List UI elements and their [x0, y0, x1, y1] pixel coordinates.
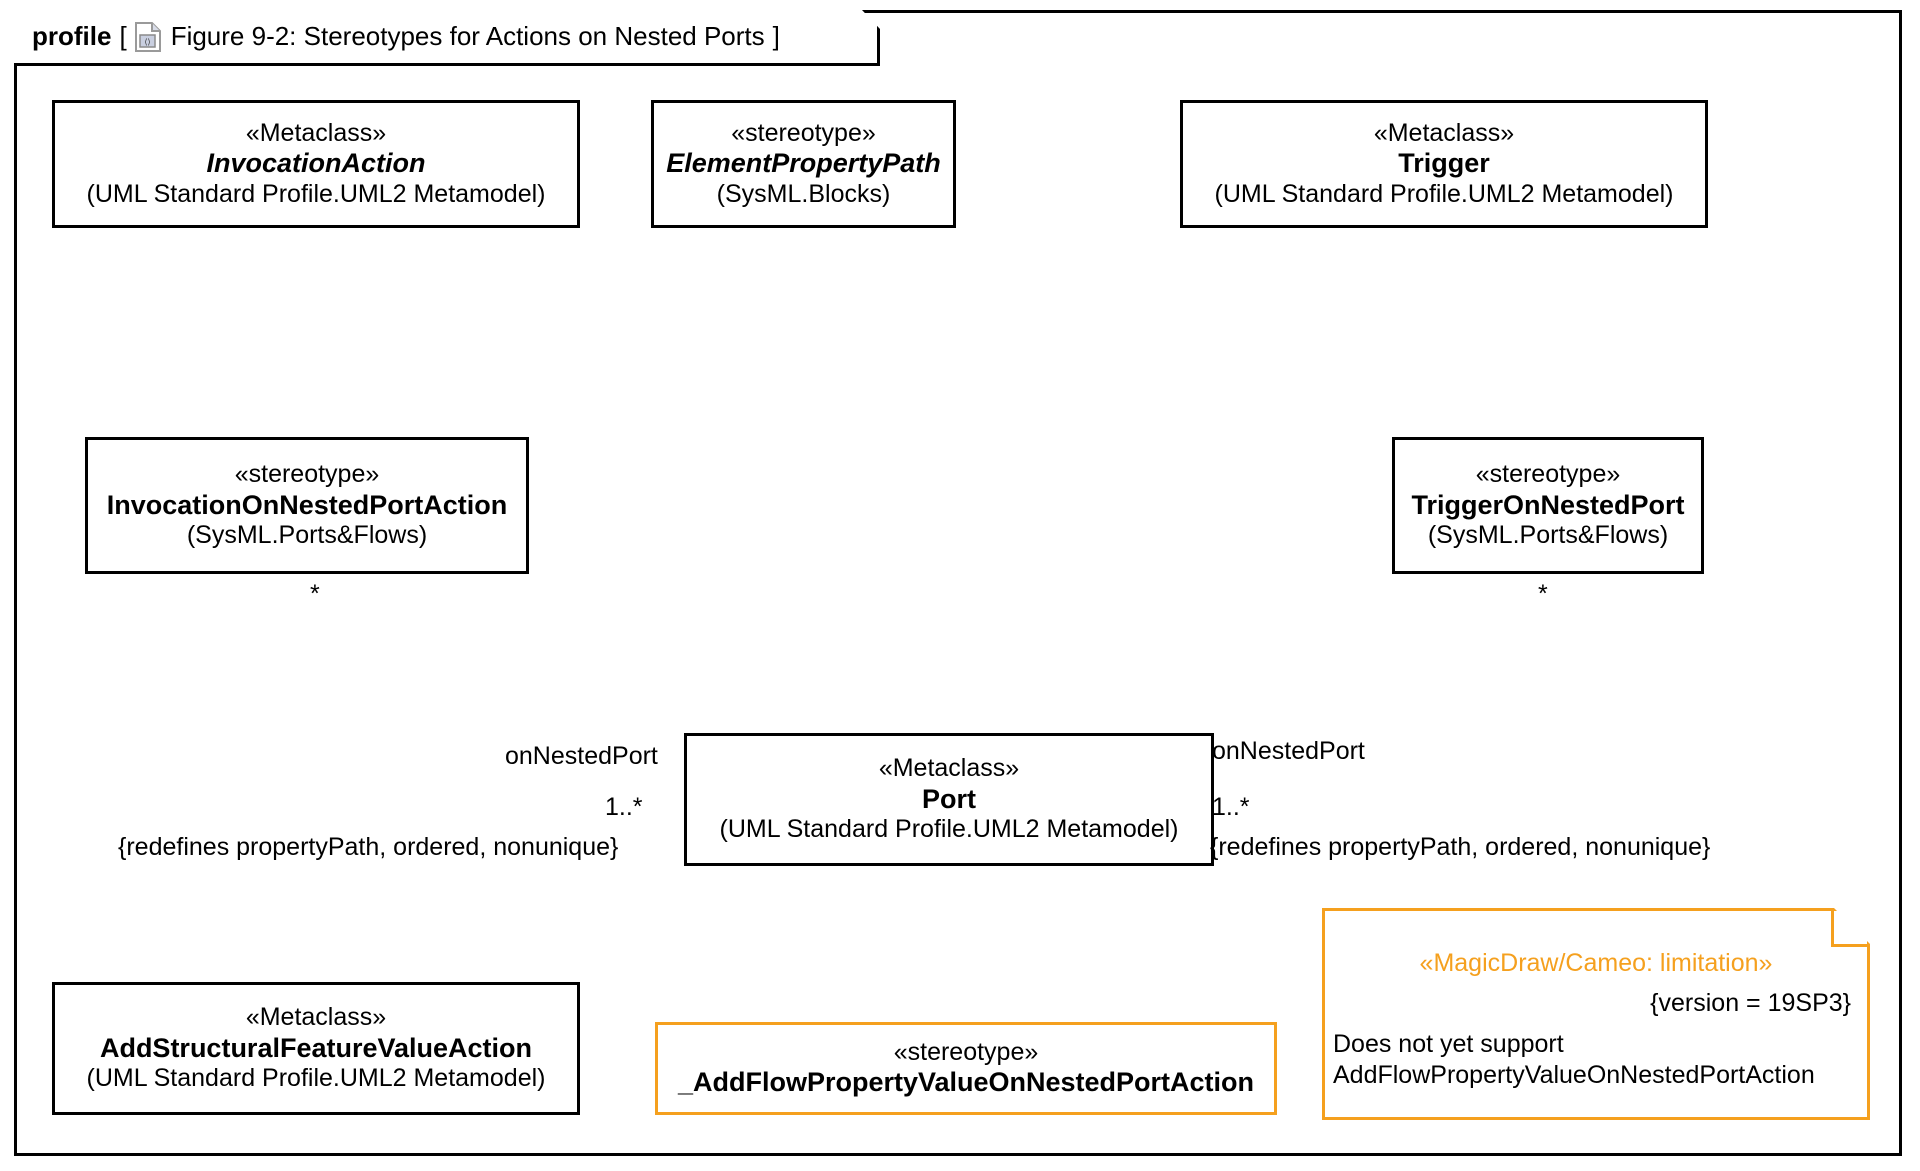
label-right-target-multiplicity: 1..*	[1212, 793, 1250, 821]
node-package: (UML Standard Profile.UML2 Metamodel)	[86, 179, 546, 208]
node-stereotype: «Metaclass»	[245, 1003, 387, 1032]
node-package: (UML Standard Profile.UML2 Metamodel)	[719, 815, 1179, 844]
node-trigger-on-nested-port[interactable]: «stereotype» TriggerOnNestedPort (SysML.…	[1392, 437, 1704, 574]
node-element-property-path[interactable]: «stereotype» ElementPropertyPath (SysML.…	[651, 100, 956, 228]
node-invocation-on-nested-port-action[interactable]: «stereotype» InvocationOnNestedPortActio…	[85, 437, 529, 574]
label-left-target-multiplicity: 1..*	[605, 793, 643, 821]
note-fold-corner	[1831, 911, 1867, 947]
node-package: (SysML.Blocks)	[716, 179, 891, 208]
note-magicdraw-limitation[interactable]: «MagicDraw/Cameo: limitation» {version =…	[1322, 908, 1870, 1120]
node-port[interactable]: «Metaclass» Port (UML Standard Profile.U…	[684, 733, 1214, 866]
label-right-constraint: {redefines propertyPath, ordered, nonuni…	[1210, 833, 1711, 861]
node-name: AddStructuralFeatureValueAction	[99, 1032, 533, 1063]
label-left-constraint: {redefines propertyPath, ordered, nonuni…	[118, 833, 619, 861]
node-add-flow-property-value-on-nested-port-action[interactable]: «stereotype» _AddFlowPropertyValueOnNest…	[655, 1022, 1277, 1115]
label-right-end-name: onNestedPort	[1212, 737, 1365, 765]
node-stereotype: «Metaclass»	[245, 118, 387, 147]
node-name: InvocationOnNestedPortAction	[106, 489, 508, 520]
note-body-text: Does not yet support AddFlowPropertyValu…	[1333, 1030, 1815, 1090]
node-package: (SysML.Ports&Flows)	[1427, 521, 1669, 550]
node-add-structural-feature-value-action[interactable]: «Metaclass» AddStructuralFeatureValueAct…	[52, 982, 580, 1115]
label-left-end-name: onNestedPort	[505, 742, 658, 770]
frame-header: profile [ ⟨⟩ Figure 9-2: Stereotypes for…	[14, 10, 880, 66]
node-name: Trigger	[1398, 148, 1490, 179]
diagram-document-icon: ⟨⟩	[135, 22, 161, 52]
node-package: (UML Standard Profile.UML2 Metamodel)	[86, 1064, 546, 1093]
node-name: Port	[922, 783, 976, 814]
node-name: TriggerOnNestedPort	[1411, 489, 1685, 520]
node-stereotype: «stereotype»	[731, 118, 876, 147]
node-name: ElementPropertyPath	[666, 148, 941, 179]
node-package: (SysML.Ports&Flows)	[186, 521, 428, 550]
node-package: (UML Standard Profile.UML2 Metamodel)	[1214, 179, 1674, 208]
frame-bracket-open: [	[119, 21, 127, 51]
node-stereotype: «Metaclass»	[878, 754, 1020, 783]
frame-kind-label: profile	[32, 21, 112, 51]
frame-bracket-close: ]	[772, 21, 780, 51]
label-right-source-multiplicity: *	[1538, 580, 1548, 608]
svg-text:⟨⟩: ⟨⟩	[144, 37, 150, 46]
node-invocation-action[interactable]: «Metaclass» InvocationAction (UML Standa…	[52, 100, 580, 228]
note-stereotype-label: «MagicDraw/Cameo: limitation»	[1419, 949, 1773, 977]
frame-title: Figure 9-2: Stereotypes for Actions on N…	[170, 21, 765, 51]
node-stereotype: «Metaclass»	[1373, 118, 1515, 147]
node-name: _AddFlowPropertyValueOnNestedPortAction	[677, 1067, 1255, 1098]
node-trigger[interactable]: «Metaclass» Trigger (UML Standard Profil…	[1180, 100, 1708, 228]
node-name: InvocationAction	[206, 148, 426, 179]
label-left-source-multiplicity: *	[310, 580, 320, 608]
node-stereotype: «stereotype»	[234, 460, 380, 489]
note-version-tag: {version = 19SP3}	[1650, 989, 1851, 1017]
node-stereotype: «stereotype»	[1475, 460, 1621, 489]
node-stereotype: «stereotype»	[893, 1037, 1039, 1066]
